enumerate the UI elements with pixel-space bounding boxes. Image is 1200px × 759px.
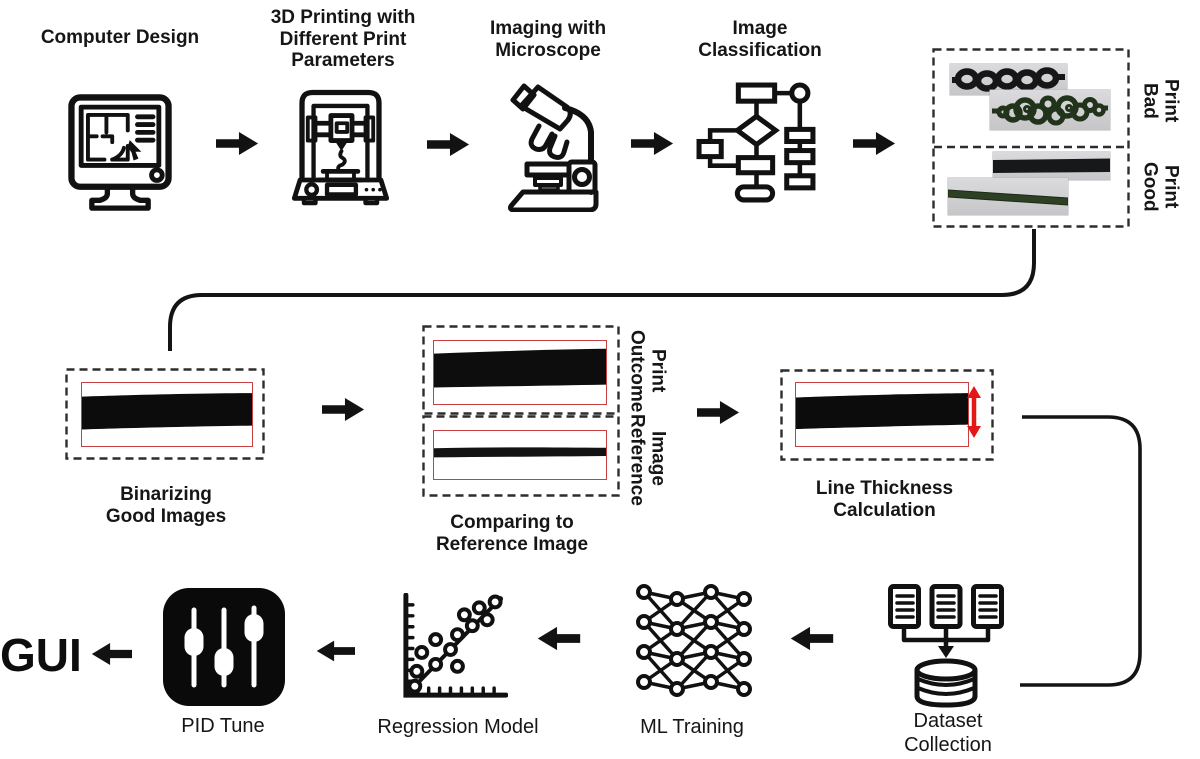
good-print-photo-2 [948, 178, 1068, 215]
reference-image-label: Reference Image [626, 414, 669, 506]
binarizing-caption: Binarizing Good Images [105, 484, 227, 527]
arrow-left-icon [91, 643, 132, 665]
step-label-classification: Image Classification [698, 18, 822, 61]
computer-monitor-icon [54, 78, 186, 212]
bad-print-photo-2 [990, 90, 1110, 130]
bad-print-label: Bad Print [1139, 79, 1182, 123]
regression-label: Regression Model [377, 716, 539, 738]
sliders-icon [163, 588, 285, 706]
line-thickness-caption: Line Thickness Calculation [815, 478, 954, 521]
measured-line-image [795, 382, 969, 447]
flowchart-icon [694, 80, 820, 206]
print-outcome-image [433, 340, 607, 405]
reference-image-box [422, 415, 620, 497]
arrow-right-icon [853, 132, 896, 155]
arrow-right-icon [216, 132, 259, 155]
print-outcome-box [422, 325, 620, 415]
arrow-left-icon [790, 626, 834, 651]
step-label-imaging: Imaging with Microscope [489, 18, 607, 61]
arrow-right-icon [427, 133, 470, 156]
neural-network-icon [634, 580, 754, 700]
line-thickness-box [780, 369, 994, 461]
ml-training-label: ML Training [640, 716, 744, 738]
classification-panel [932, 48, 1130, 228]
arrow-left-icon [316, 640, 355, 662]
microscope-icon [499, 76, 611, 212]
reference-line-image [433, 430, 607, 480]
3d-printer-icon [277, 77, 404, 208]
good-print-label: Good Print [1139, 162, 1182, 212]
arrow-right-icon [322, 398, 365, 421]
binarizing-box [65, 368, 265, 460]
binarized-image [81, 382, 253, 447]
scatter-plot-icon [394, 593, 508, 707]
comparing-caption: Comparing to Reference Image [435, 512, 589, 555]
step-label-computer-design: Computer Design [40, 27, 200, 48]
bad-print-photo-1 [950, 64, 1067, 95]
arrow-left-icon [537, 626, 581, 651]
pid-tune-label: PID Tune [181, 715, 265, 737]
dataset-label: Dataset Collection [904, 710, 992, 756]
step-label-3d-printing: 3D Printing with Different Print Paramet… [270, 7, 416, 72]
good-print-photo-1 [993, 152, 1110, 180]
gui-label: GUI [0, 629, 82, 681]
print-outcome-label: Print Outcome [626, 329, 669, 413]
thickness-measure-arrow-icon [967, 386, 981, 438]
arrow-right-icon [697, 401, 740, 424]
database-collection-icon [888, 584, 1004, 710]
arrow-right-icon [631, 132, 674, 155]
